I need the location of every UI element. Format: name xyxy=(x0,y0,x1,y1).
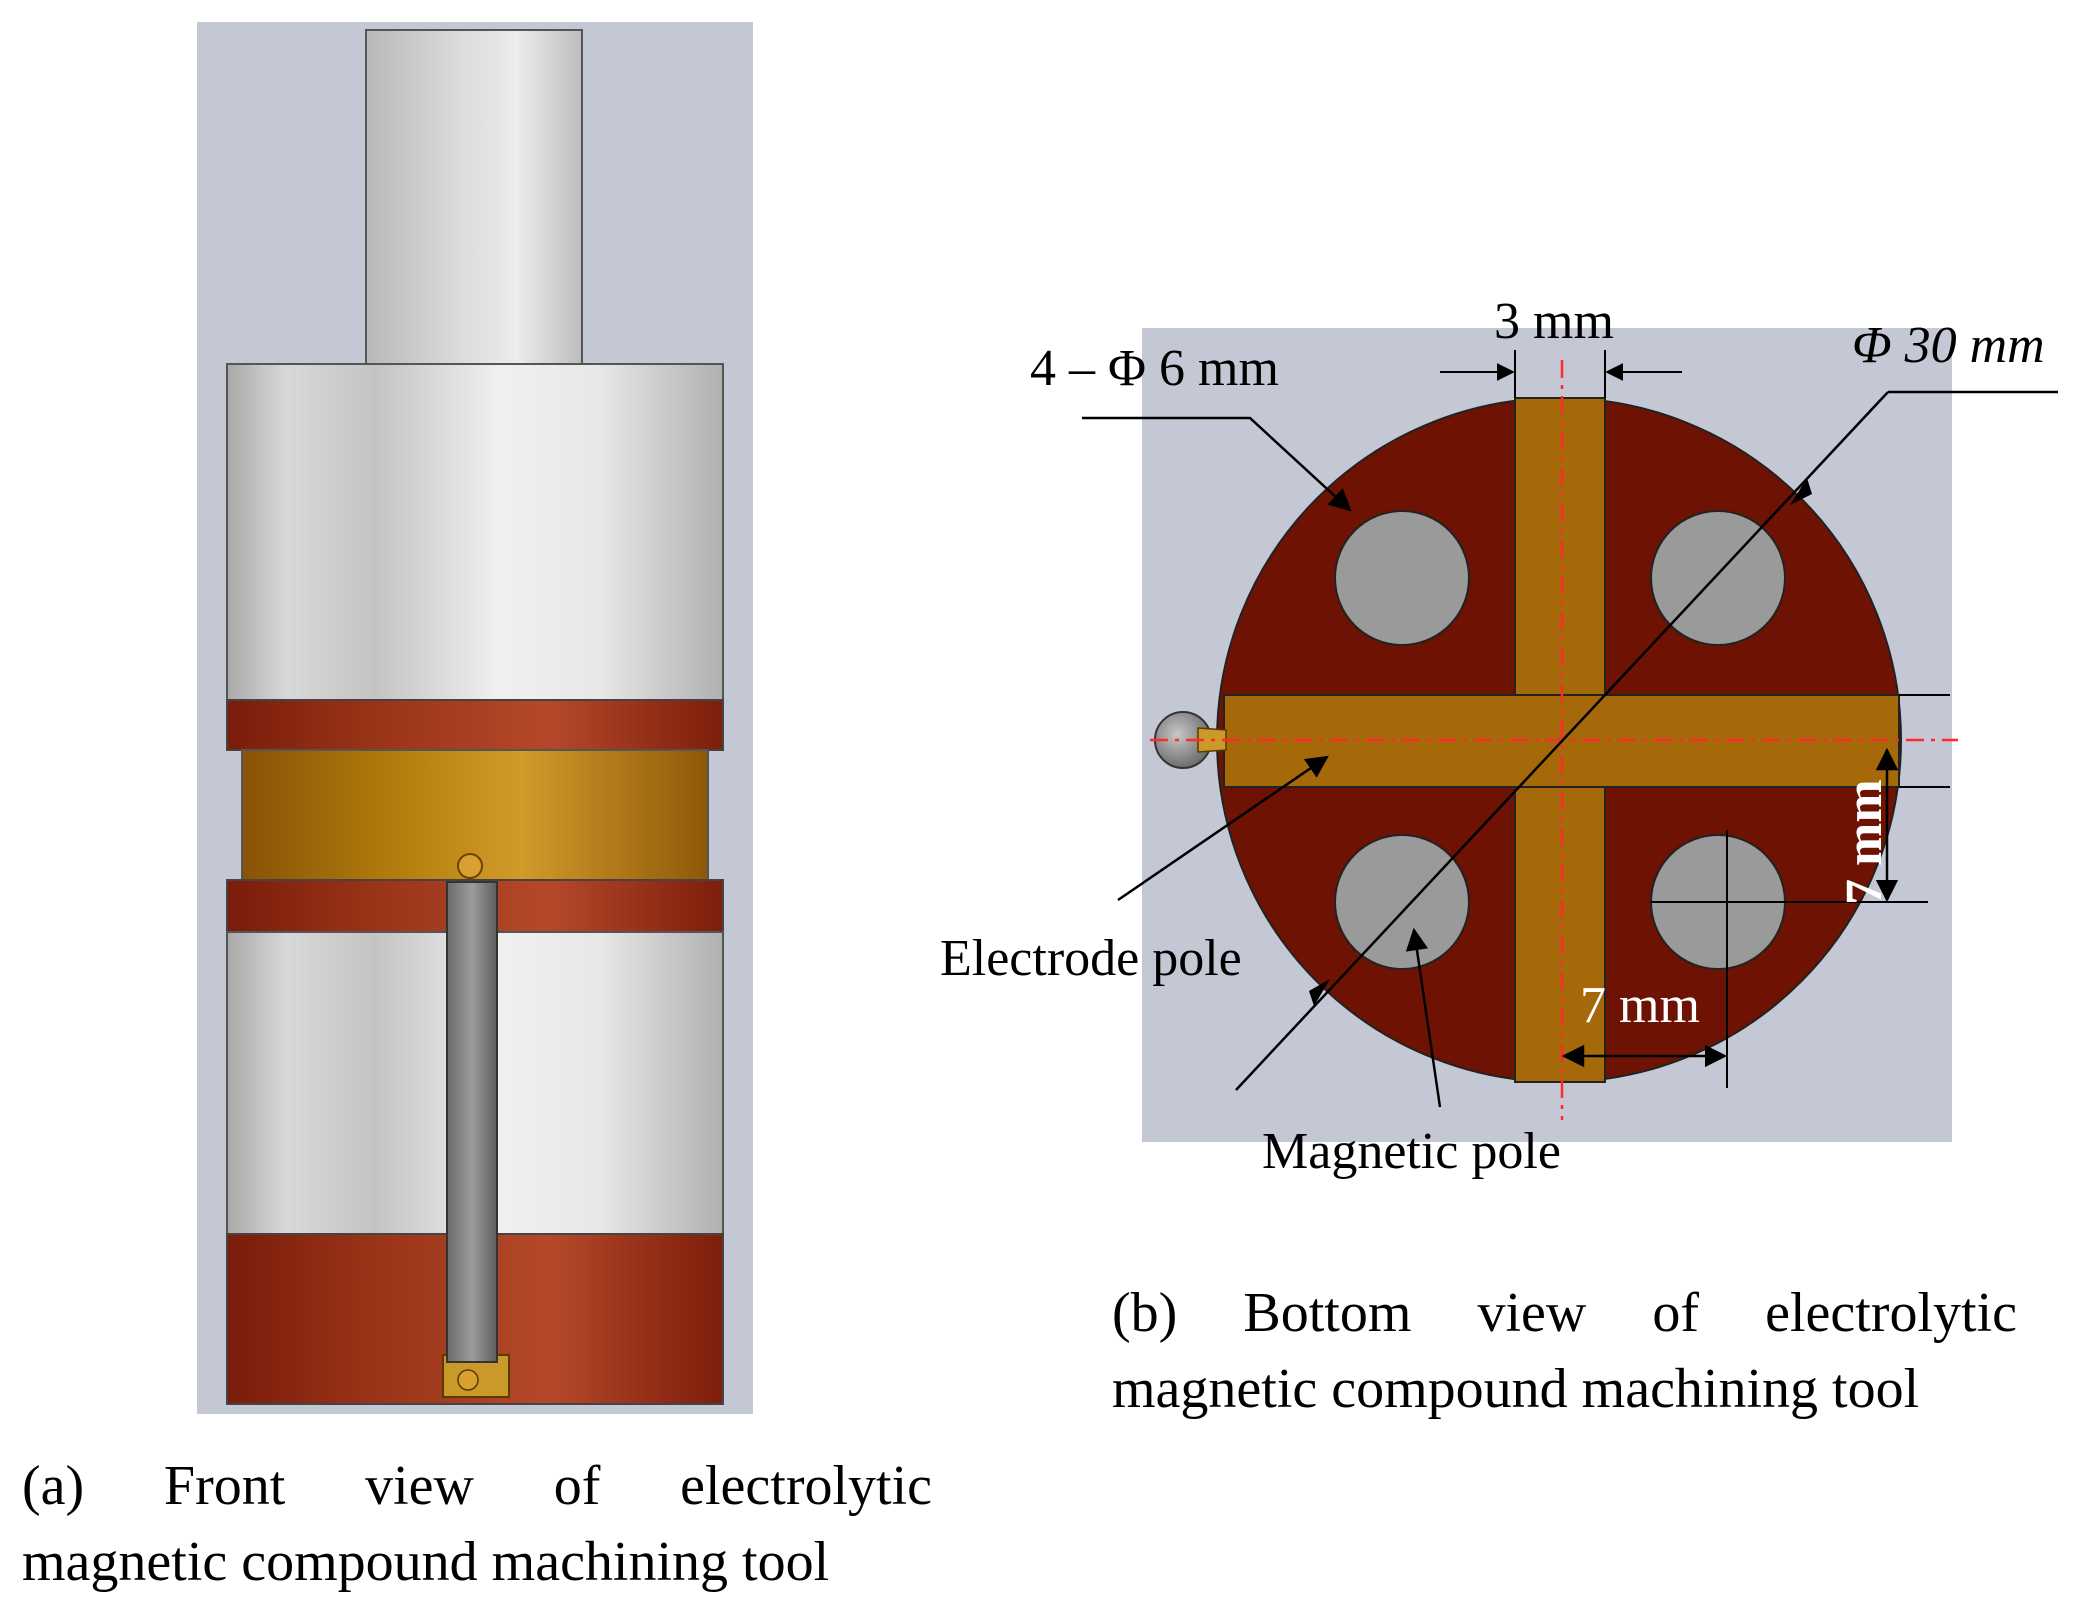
diameter-arrow-top xyxy=(1790,478,1812,505)
bottom-tab-knob xyxy=(457,1369,479,1391)
magnetic-hole-bottom-left xyxy=(1334,834,1470,970)
magnetic-hole-top-left xyxy=(1334,510,1470,646)
electrode-leader xyxy=(1117,755,1329,902)
tool-shaft xyxy=(365,29,583,367)
upper-red-ring xyxy=(226,699,724,751)
caption-b-line1: (b) Bottom view of electrolytic xyxy=(1112,1282,2017,1344)
diameter-arrow-bottom xyxy=(1309,979,1330,1006)
electrode-pole-label: Electrode pole xyxy=(940,930,1242,987)
electrode-rod xyxy=(446,881,498,1363)
caption-a-line2: magnetic compound machining tool xyxy=(22,1531,830,1593)
holes-label: 4 – Φ 6 mm xyxy=(1030,340,1279,397)
magnetic-leader xyxy=(1405,927,1442,1108)
vertical-offset-label: 7 mm xyxy=(1836,779,1893,905)
rod-top-knob xyxy=(457,853,483,879)
slot-width-label: 3 mm xyxy=(1494,293,1614,350)
diameter-label: Φ 30 mm xyxy=(1852,317,2045,374)
upper-steel-cylinder xyxy=(226,363,724,701)
magnetic-pole-label: Magnetic pole xyxy=(1262,1123,1561,1180)
caption-b-line2: magnetic compound machining tool xyxy=(1112,1358,1920,1420)
holes-leader xyxy=(1082,416,1352,512)
horizontal-offset-label: 7 mm xyxy=(1580,977,1700,1034)
caption-bottom-view: (b) Bottom view of electrolytic magnetic… xyxy=(1112,1275,2017,1427)
caption-a-line1: (a) Front view of electrolytic xyxy=(22,1455,932,1517)
diameter-line xyxy=(1235,391,1889,1091)
front-view-drawing xyxy=(197,22,753,1414)
caption-front-view: (a) Front view of electrolytic magnetic … xyxy=(22,1448,932,1600)
bottom-view-drawing: 4 – Φ 6 mm 3 mm Φ 30 mm 7 mm 7 mm Electr… xyxy=(940,293,2058,1180)
